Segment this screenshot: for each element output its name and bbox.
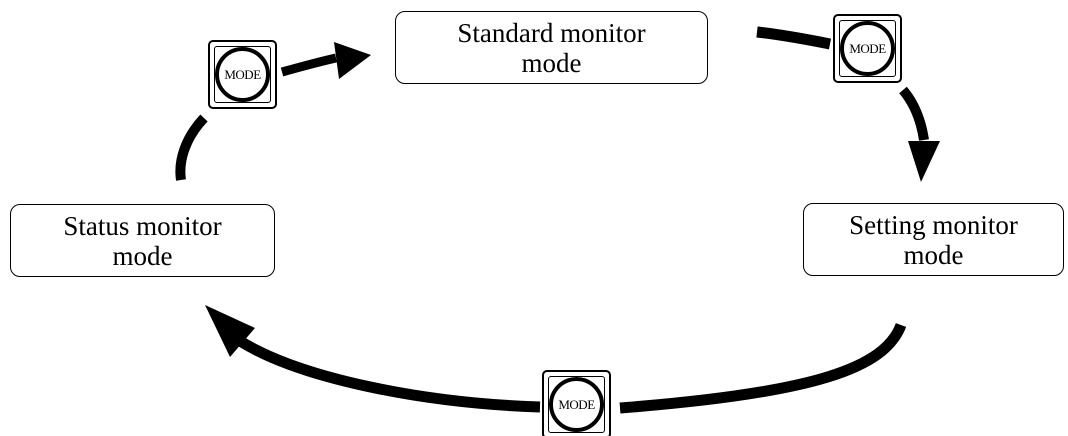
arrowhead-to-standard bbox=[334, 42, 371, 79]
standard-mode-label-line2: mode bbox=[521, 47, 582, 78]
mode-key-label: MODE bbox=[840, 21, 895, 76]
mode-key-button: MODE bbox=[208, 40, 277, 109]
status-mode-label-line2: mode bbox=[112, 240, 173, 271]
mode-key-label: MODE bbox=[215, 47, 270, 102]
standard-mode-label-line1: Standard monitor bbox=[457, 17, 646, 48]
arrow-standard-to-setting-lower bbox=[899, 86, 929, 141]
setting-mode-label-line2: mode bbox=[903, 239, 964, 270]
mode-key-label: MODE bbox=[549, 377, 604, 432]
arrow-setting-to-status-right bbox=[619, 322, 907, 414]
setting-mode-label-line1: Setting monitor bbox=[849, 209, 1018, 240]
mode-key-button: MODE bbox=[833, 14, 902, 83]
arrowhead-to-status bbox=[205, 305, 255, 357]
setting-monitor-mode-box: Setting monitor mode bbox=[803, 203, 1064, 276]
arrow-standard-to-setting-upper bbox=[756, 26, 832, 50]
arrow-setting-to-status-left bbox=[237, 336, 541, 413]
standard-monitor-mode-box: Standard monitor mode bbox=[395, 11, 708, 84]
status-mode-label-line1: Status monitor bbox=[63, 210, 222, 241]
arrow-status-to-standard-lower bbox=[175, 114, 208, 181]
arrow-status-to-standard-upper bbox=[280, 53, 337, 77]
mode-key-button: MODE bbox=[542, 370, 611, 436]
status-monitor-mode-box: Status monitor mode bbox=[10, 204, 275, 277]
arrowhead-to-setting bbox=[908, 141, 940, 182]
